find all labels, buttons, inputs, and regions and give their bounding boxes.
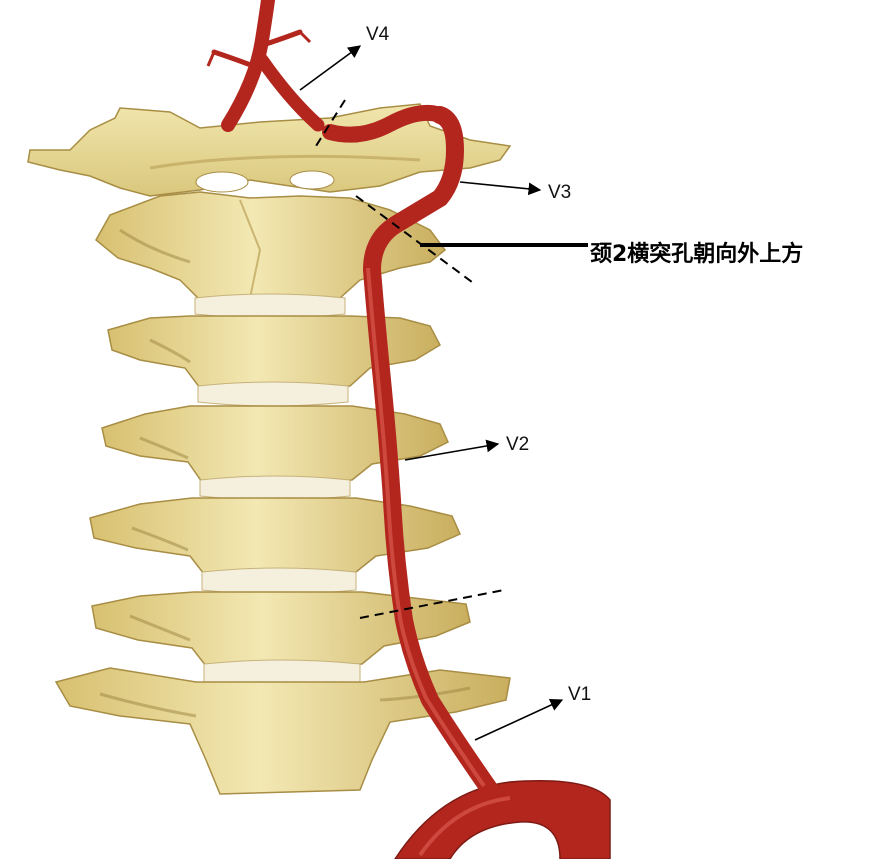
- label-v3: V3: [548, 182, 571, 203]
- vertebra-c6: [91, 591, 471, 667]
- intervertebral-disc: [201, 567, 357, 595]
- cervical-spine: [27, 103, 512, 795]
- vertebra-c5: [89, 497, 461, 575]
- intervertebral-disc: [199, 475, 351, 501]
- callout-c2-foramen: 颈2横突孔朝向外上方: [590, 241, 803, 267]
- vertebra-c3: [107, 315, 441, 389]
- segment-boundaries: [315, 99, 505, 619]
- label-v4: V4: [366, 24, 390, 45]
- label-pointers: [299, 45, 588, 741]
- vertebra-c4: [101, 405, 449, 483]
- axis-c2: [95, 191, 447, 301]
- intervertebral-disc: [197, 381, 349, 407]
- artery-main-trunk: [362, 106, 499, 799]
- artery-intracranial: [221, 0, 275, 132]
- label-v1: V1: [568, 684, 591, 705]
- boundary-v3-v4: [315, 99, 346, 147]
- artery-atlas-loop: [322, 104, 448, 143]
- vertebral-artery: [206, 0, 611, 859]
- label-v2: V2: [506, 434, 529, 455]
- subclavian-artery: [394, 780, 611, 859]
- labels: V4 V3 V2 V1 颈2横突孔朝向外上方: [366, 24, 803, 705]
- v2-pointer: [404, 439, 500, 461]
- boundary-v1-v2: [359, 589, 505, 619]
- v3-pointer: [459, 181, 542, 196]
- boundary-v2-v3: [355, 195, 473, 283]
- intervertebral-disc: [194, 293, 346, 319]
- v4-pointer: [299, 45, 362, 91]
- v1-pointer: [474, 698, 564, 741]
